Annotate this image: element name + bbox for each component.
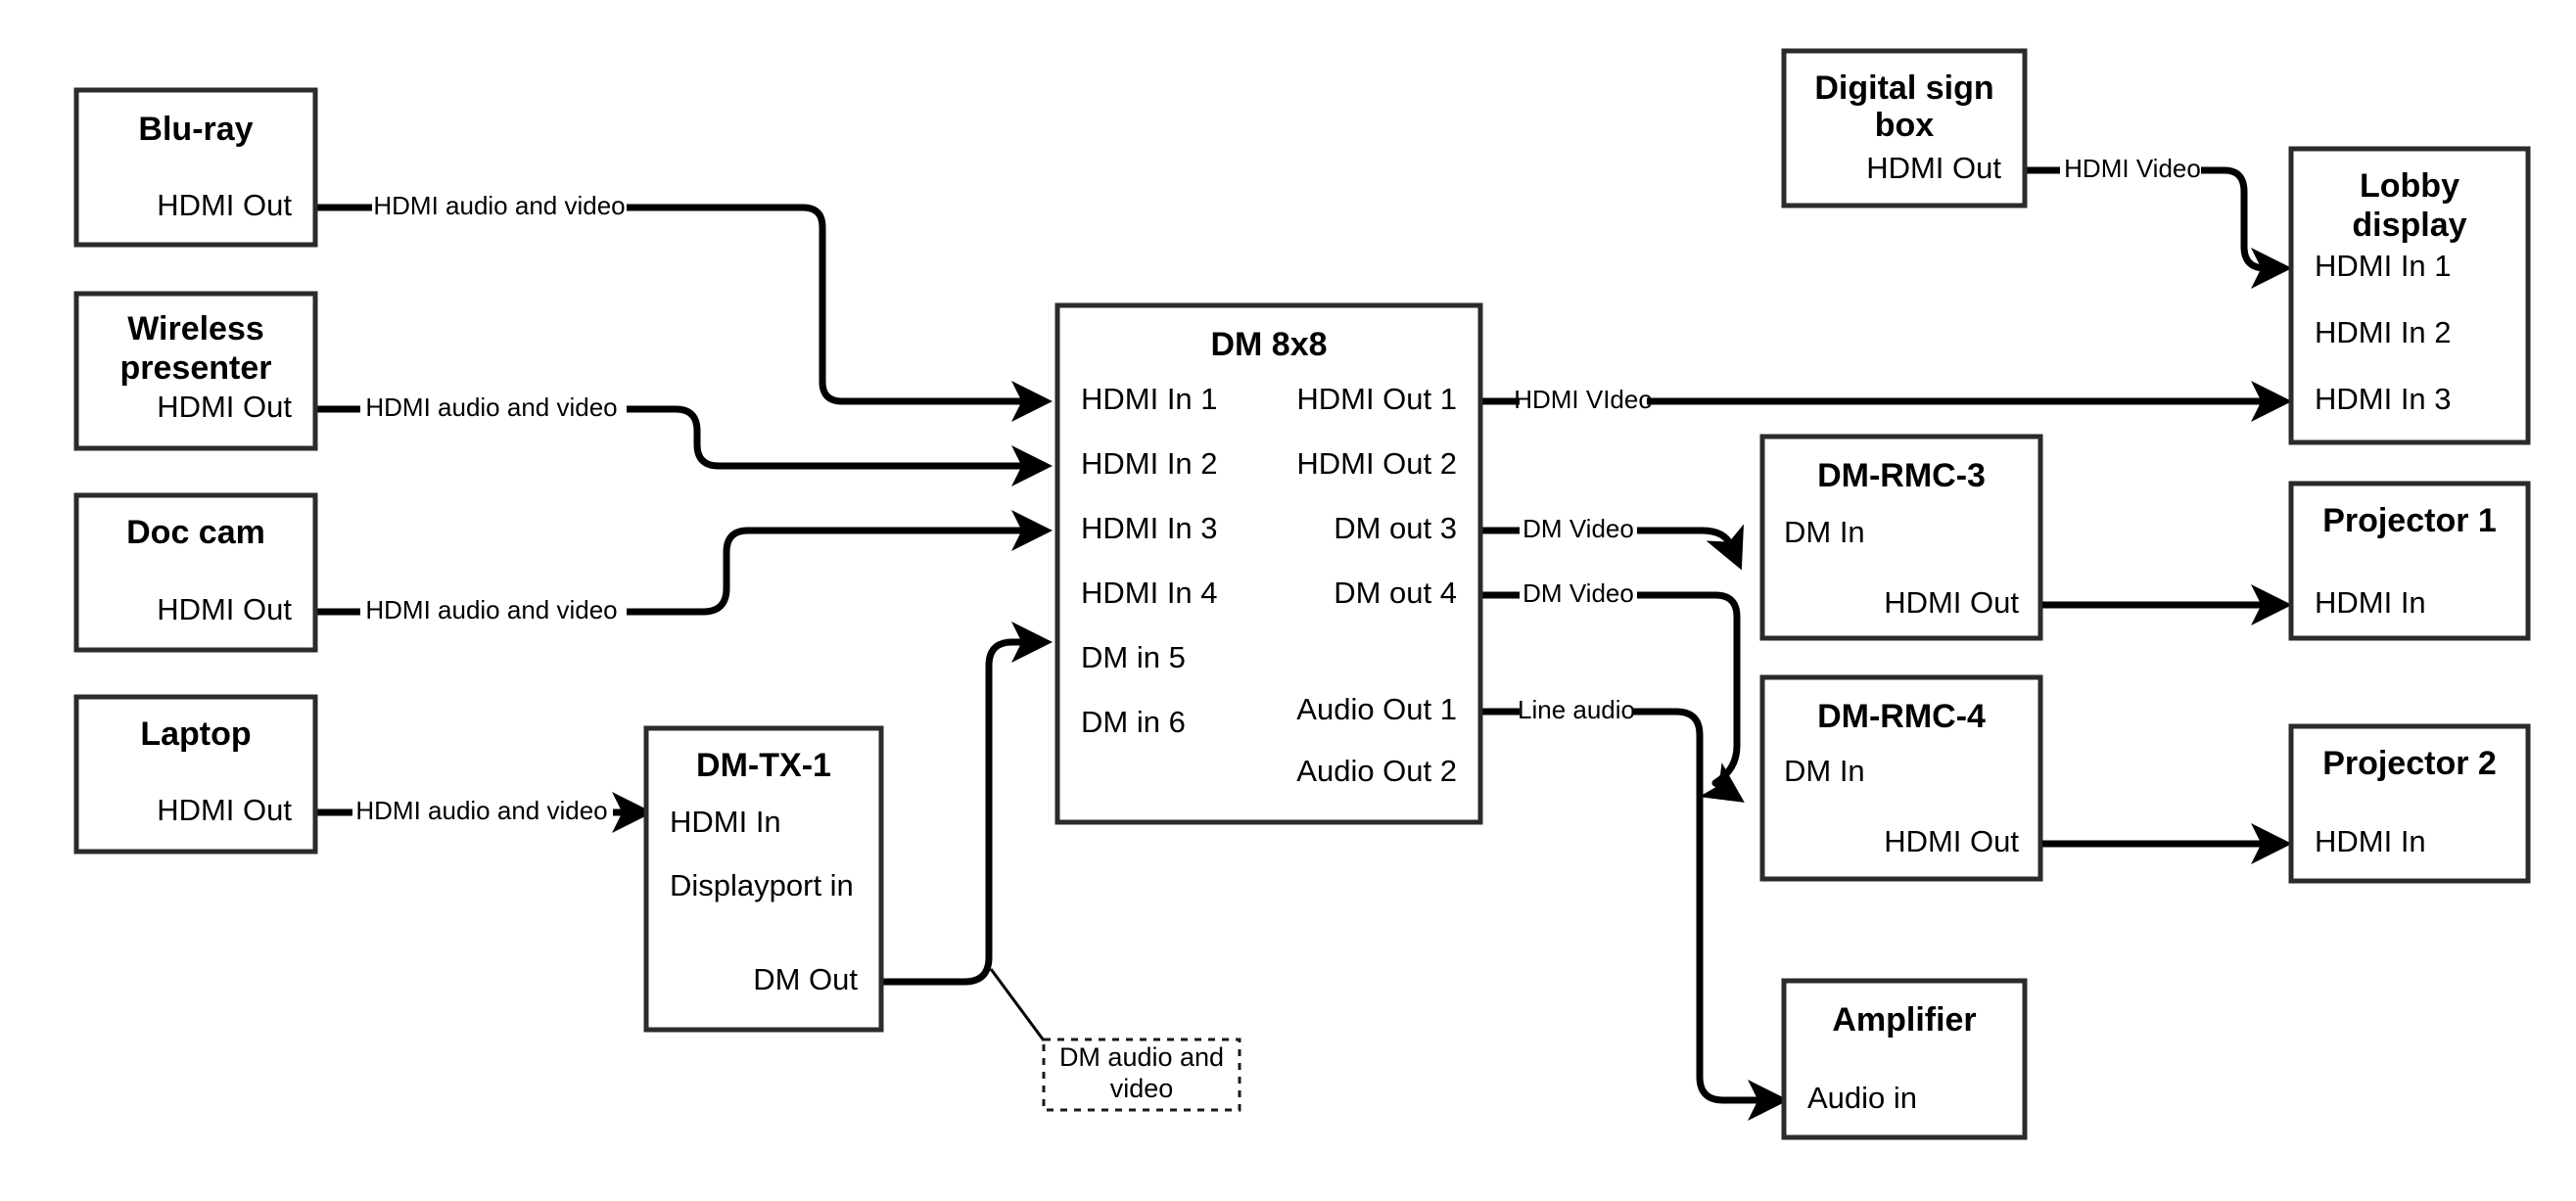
dm-8x8-input-dm-in-5: DM in 5: [1081, 640, 1186, 674]
device-projector-2[interactable]: Projector 2 HDMI In: [2288, 723, 2531, 884]
callout-leader-line: [989, 968, 1046, 1041]
wireless-presenter-title-line2: presenter: [120, 349, 272, 387]
device-doc-cam[interactable]: Doc cam HDMI Out: [73, 492, 318, 653]
wireless-presenter-title-line1: Wireless: [127, 310, 264, 347]
bluray-port-hdmi-out: HDMI Out: [157, 188, 292, 222]
device-dm-tx-1[interactable]: DM-TX-1 HDMI In Displayport in DM Out: [643, 725, 884, 1033]
device-lobby-display[interactable]: Lobby display HDMI In 1 HDMI In 2 HDMI I…: [2288, 146, 2531, 445]
link-label-laptop: HDMI audio and video: [355, 796, 607, 825]
digital-sign-box-title-line2: box: [1875, 107, 1935, 144]
dm-rmc-4-port-dm-in: DM In: [1784, 754, 1865, 788]
dm-rmc-4-title: DM-RMC-4: [1817, 698, 1986, 735]
dm-8x8-output-audio-out-2: Audio Out 2: [1296, 754, 1457, 788]
wire-doccam-to-hdmi-in-3: HDMI audio and video: [315, 510, 1053, 624]
doc-cam-port-hdmi-out: HDMI Out: [157, 592, 292, 626]
callout-text-line2: video: [1110, 1074, 1174, 1103]
link-label-audio-out-1: Line audio: [1518, 695, 1635, 724]
device-dm-8x8[interactable]: DM 8x8 HDMI In 1 HDMI In 2 HDMI In 3 HDM…: [1054, 302, 1483, 825]
wire-dm-out-3-to-rmc3: DM Video: [1480, 514, 1744, 571]
digital-sign-box-port-hdmi-out: HDMI Out: [1866, 151, 2001, 185]
wire-bluray-to-hdmi-in-1: HDMI audio and video: [315, 191, 1053, 422]
lobby-display-title-line2: display: [2352, 207, 2466, 244]
projector-2-port-hdmi-in: HDMI In: [2315, 824, 2426, 858]
link-label-hdmi-out-1: HDMI VIdeo: [1514, 385, 1653, 414]
wire-dm-out-4-to-rmc4: DM Video: [1480, 578, 1745, 803]
wire-dmtx1-to-dm-in-5: [881, 622, 1053, 1041]
callout-dm-audio-and-video: DM audio and video: [1042, 1038, 1241, 1112]
link-label-digital-sign: HDMI Video: [2064, 154, 2201, 183]
laptop-port-hdmi-out: HDMI Out: [157, 793, 292, 827]
device-bluray[interactable]: Blu-ray HDMI Out: [73, 87, 318, 248]
dm-8x8-input-hdmi-in-1: HDMI In 1: [1081, 382, 1218, 416]
link-label-dm-out-4: DM Video: [1522, 578, 1634, 608]
link-label-doccam: HDMI audio and video: [365, 595, 617, 624]
device-laptop[interactable]: Laptop HDMI Out: [73, 694, 318, 855]
wire-wireless-to-hdmi-in-2: HDMI audio and video: [315, 393, 1053, 486]
dm-tx-1-port-hdmi-in: HDMI In: [670, 805, 781, 839]
lobby-display-input-hdmi-in-1: HDMI In 1: [2315, 249, 2452, 283]
device-dm-rmc-4[interactable]: DM-RMC-4 DM In HDMI Out: [1759, 674, 2043, 882]
wire-hdmi-out-1-to-lobby-hdmi-in-3: HDMI VIdeo: [1480, 381, 2292, 422]
laptop-title: Laptop: [140, 716, 251, 753]
link-label-dm-out-3: DM Video: [1522, 514, 1634, 543]
dm-8x8-input-hdmi-in-2: HDMI In 2: [1081, 446, 1218, 481]
wire-laptop-to-dmtx1: HDMI audio and video: [315, 792, 653, 833]
amplifier-title: Amplifier: [1832, 1001, 1976, 1039]
dm-rmc-3-port-hdmi-out: HDMI Out: [1884, 585, 2019, 620]
doc-cam-title: Doc cam: [126, 514, 265, 551]
projector-2-title: Projector 2: [2322, 745, 2497, 782]
wire-audio-out-1-to-amplifier: Line audio: [1480, 695, 1789, 1121]
dm-8x8-output-hdmi-out-2: HDMI Out 2: [1296, 446, 1457, 481]
device-digital-sign-box[interactable]: Digital sign box HDMI Out: [1781, 48, 2028, 208]
digital-sign-box-title-line1: Digital sign: [1814, 69, 1993, 107]
dm-rmc-3-title: DM-RMC-3: [1817, 457, 1986, 494]
lobby-display-input-hdmi-in-2: HDMI In 2: [2315, 315, 2452, 349]
dm-tx-1-port-dm-out: DM Out: [753, 962, 858, 996]
dm-tx-1-port-displayport-in: Displayport in: [670, 868, 854, 902]
dm-8x8-input-dm-in-6: DM in 6: [1081, 705, 1186, 739]
dm-8x8-title: DM 8x8: [1210, 326, 1327, 363]
device-amplifier[interactable]: Amplifier Audio in: [1781, 978, 2028, 1140]
wireless-presenter-port-hdmi-out: HDMI Out: [157, 390, 292, 424]
device-wireless-presenter[interactable]: Wireless presenter HDMI Out: [73, 291, 318, 451]
bluray-title: Blu-ray: [138, 111, 253, 148]
lobby-display-title-line1: Lobby: [2360, 167, 2459, 205]
projector-1-title: Projector 1: [2322, 502, 2497, 539]
dm-tx-1-title: DM-TX-1: [696, 747, 831, 784]
device-projector-1[interactable]: Projector 1 HDMI In: [2288, 481, 2531, 641]
dm-8x8-input-hdmi-in-3: HDMI In 3: [1081, 511, 1218, 545]
projector-1-port-hdmi-in: HDMI In: [2315, 585, 2426, 620]
amplifier-port-audio-in: Audio in: [1807, 1081, 1917, 1115]
device-dm-rmc-3[interactable]: DM-RMC-3 DM In HDMI Out: [1759, 434, 2043, 641]
dm-8x8-output-dm-out-3: DM out 3: [1334, 511, 1457, 545]
dm-8x8-output-hdmi-out-1: HDMI Out 1: [1296, 382, 1457, 416]
lobby-display-input-hdmi-in-3: HDMI In 3: [2315, 382, 2452, 416]
dm-8x8-output-dm-out-4: DM out 4: [1334, 576, 1457, 610]
link-label-wireless: HDMI audio and video: [365, 393, 617, 422]
dm-rmc-3-port-dm-in: DM In: [1784, 515, 1865, 549]
link-label-bluray: HDMI audio and video: [373, 191, 625, 220]
wire-sign-to-lobby-hdmi-in-1: HDMI Video: [2025, 154, 2292, 289]
callout-text-line1: DM audio and: [1059, 1042, 1224, 1072]
dm-rmc-4-port-hdmi-out: HDMI Out: [1884, 824, 2019, 858]
dm-8x8-input-hdmi-in-4: HDMI In 4: [1081, 576, 1218, 610]
dm-8x8-output-audio-out-1: Audio Out 1: [1296, 692, 1457, 726]
